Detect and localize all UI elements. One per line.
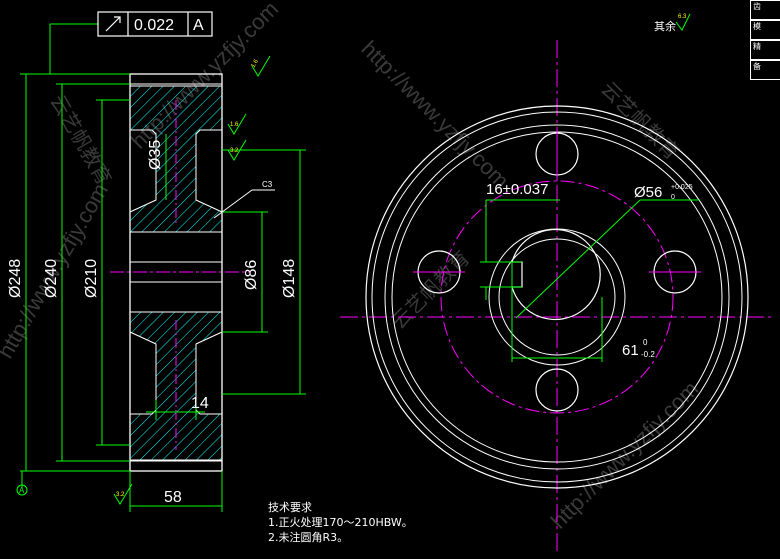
side-dimensions — [20, 23, 306, 512]
roughness-marks — [113, 13, 691, 505]
roughness-value: 3.2 — [230, 148, 239, 154]
roughness-icon — [113, 483, 133, 505]
hole-pitch-circle — [440, 180, 674, 414]
watermark-url: http://www.yzfjy.com — [356, 36, 513, 193]
datum-label: A — [19, 486, 25, 495]
dim-bore-tol-upper: +0.025 — [671, 184, 693, 191]
roughness-icon — [675, 13, 691, 31]
dim-key-depth-lower: -0.2 — [641, 350, 655, 359]
lower-section-hatch — [129, 311, 223, 461]
dim-bore-tol-lower: 0 — [671, 194, 675, 201]
roughness-icon — [227, 139, 247, 161]
title-block-cell: 模 — [750, 20, 780, 40]
lightening-hole — [535, 368, 579, 412]
side-view — [110, 73, 250, 472]
roughness-values: 1.6 1.6 3.2 3.2 6.3 其余 — [116, 14, 687, 498]
front-view — [340, 40, 775, 555]
front-dimension-text: 16±0.037 Ø56 +0.025 0 61 0 -0.2 — [486, 181, 693, 359]
dim-bore-hub-diameter: Ø86 — [243, 260, 260, 290]
title-block-cell: 齿 — [750, 0, 780, 20]
roughness-value: 1.6 — [251, 58, 261, 69]
tolerance-datum: A — [193, 17, 204, 34]
watermark-brand: 云艺帆教育 — [387, 247, 474, 334]
dim-hole-diameter: Ø35 — [147, 140, 164, 170]
bore-with-keyway — [511, 228, 601, 321]
roughness-value: 6.3 — [678, 14, 687, 20]
title-block-cell: 备 — [750, 60, 780, 80]
dim-key-depth-upper: 0 — [643, 338, 648, 347]
dim-web-thickness: 14 — [191, 395, 209, 412]
roughness-value: 3.2 — [116, 492, 125, 498]
dim-outer-diameter: Ø248 — [7, 259, 24, 298]
dim-keyway-width: 16±0.037 — [486, 181, 548, 198]
tolerance-value: 0.022 — [134, 17, 174, 34]
roughness-icon — [227, 113, 247, 135]
roughness-other-label: 其余 — [654, 19, 676, 33]
dim-hub-diameter: Ø148 — [281, 259, 298, 298]
roughness-icon — [251, 55, 271, 77]
dim-key-depth: 61 — [622, 342, 639, 359]
title-block-cell: 精 — [750, 40, 780, 60]
watermark-layer: http://www.yzfjy.com http://www.yzfjy.co… — [0, 0, 703, 534]
technical-notes: 技术要求 1.正火处理170～210HBW。 2.未注圆角R3。 — [268, 500, 413, 545]
tolerance-frame: 0.022 A — [97, 11, 213, 37]
gear-outline — [129, 73, 223, 472]
chamfer-label: C3 — [262, 180, 273, 189]
side-dimension-text: Ø248 Ø240 Ø210 Ø35 Ø86 Ø148 14 58 C3 — [7, 140, 298, 506]
datum-symbol: A — [16, 484, 28, 496]
note-item: 2.未注圆角R3。 — [268, 531, 349, 544]
outer-circle — [365, 105, 749, 489]
dim-web-diameter: Ø210 — [83, 259, 100, 298]
dim-bore-diameter: Ø56 — [634, 184, 662, 201]
notes-title: 技术要求 — [268, 501, 312, 514]
dim-root-diameter: Ø240 — [43, 259, 60, 298]
runout-icon — [105, 16, 121, 32]
roughness-value: 1.6 — [230, 122, 239, 128]
note-item: 1.正火处理170～210HBW。 — [268, 516, 413, 529]
watermark-brand: 云艺帆教育 — [46, 91, 116, 189]
front-dimensions — [480, 199, 700, 362]
dim-face-width: 58 — [164, 489, 182, 506]
title-block: 齿 模 精 备 — [750, 0, 780, 80]
